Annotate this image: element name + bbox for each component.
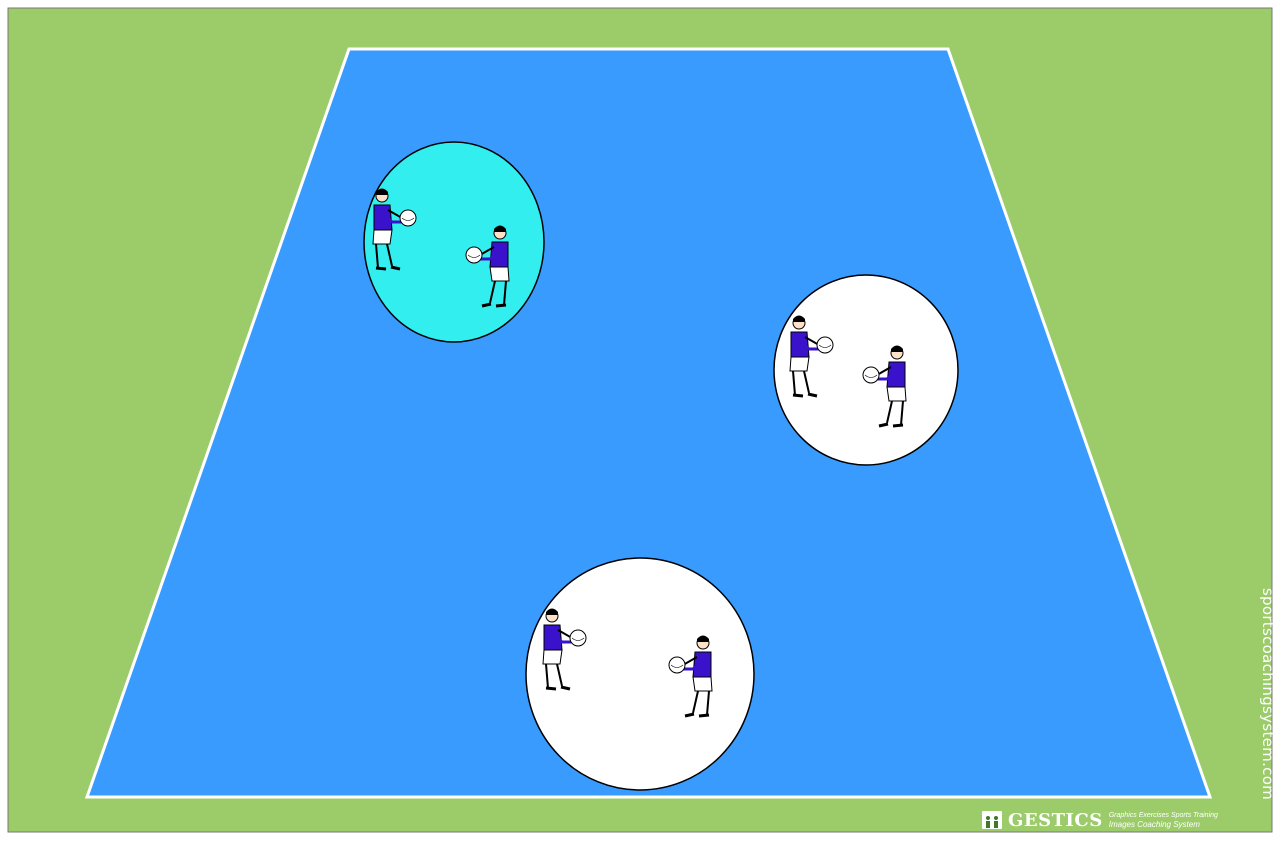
zone-right	[774, 275, 958, 465]
gestics-logo-icon	[982, 811, 1002, 829]
site-url-text: sportscoachingsystem.com	[1259, 588, 1277, 800]
brand-name: GESTICS	[1008, 810, 1103, 831]
brand-tagline: Graphics Exercises Sports Training Image…	[1109, 811, 1218, 829]
brand-tagline-line1: Graphics Exercises Sports Training	[1109, 811, 1218, 820]
brand-tagline-line2: Images Coaching System	[1109, 820, 1218, 829]
brand-watermark: GESTICS Graphics Exercises Sports Traini…	[982, 808, 1218, 832]
zone-bottom	[526, 558, 754, 790]
zone-top-left	[364, 142, 544, 342]
